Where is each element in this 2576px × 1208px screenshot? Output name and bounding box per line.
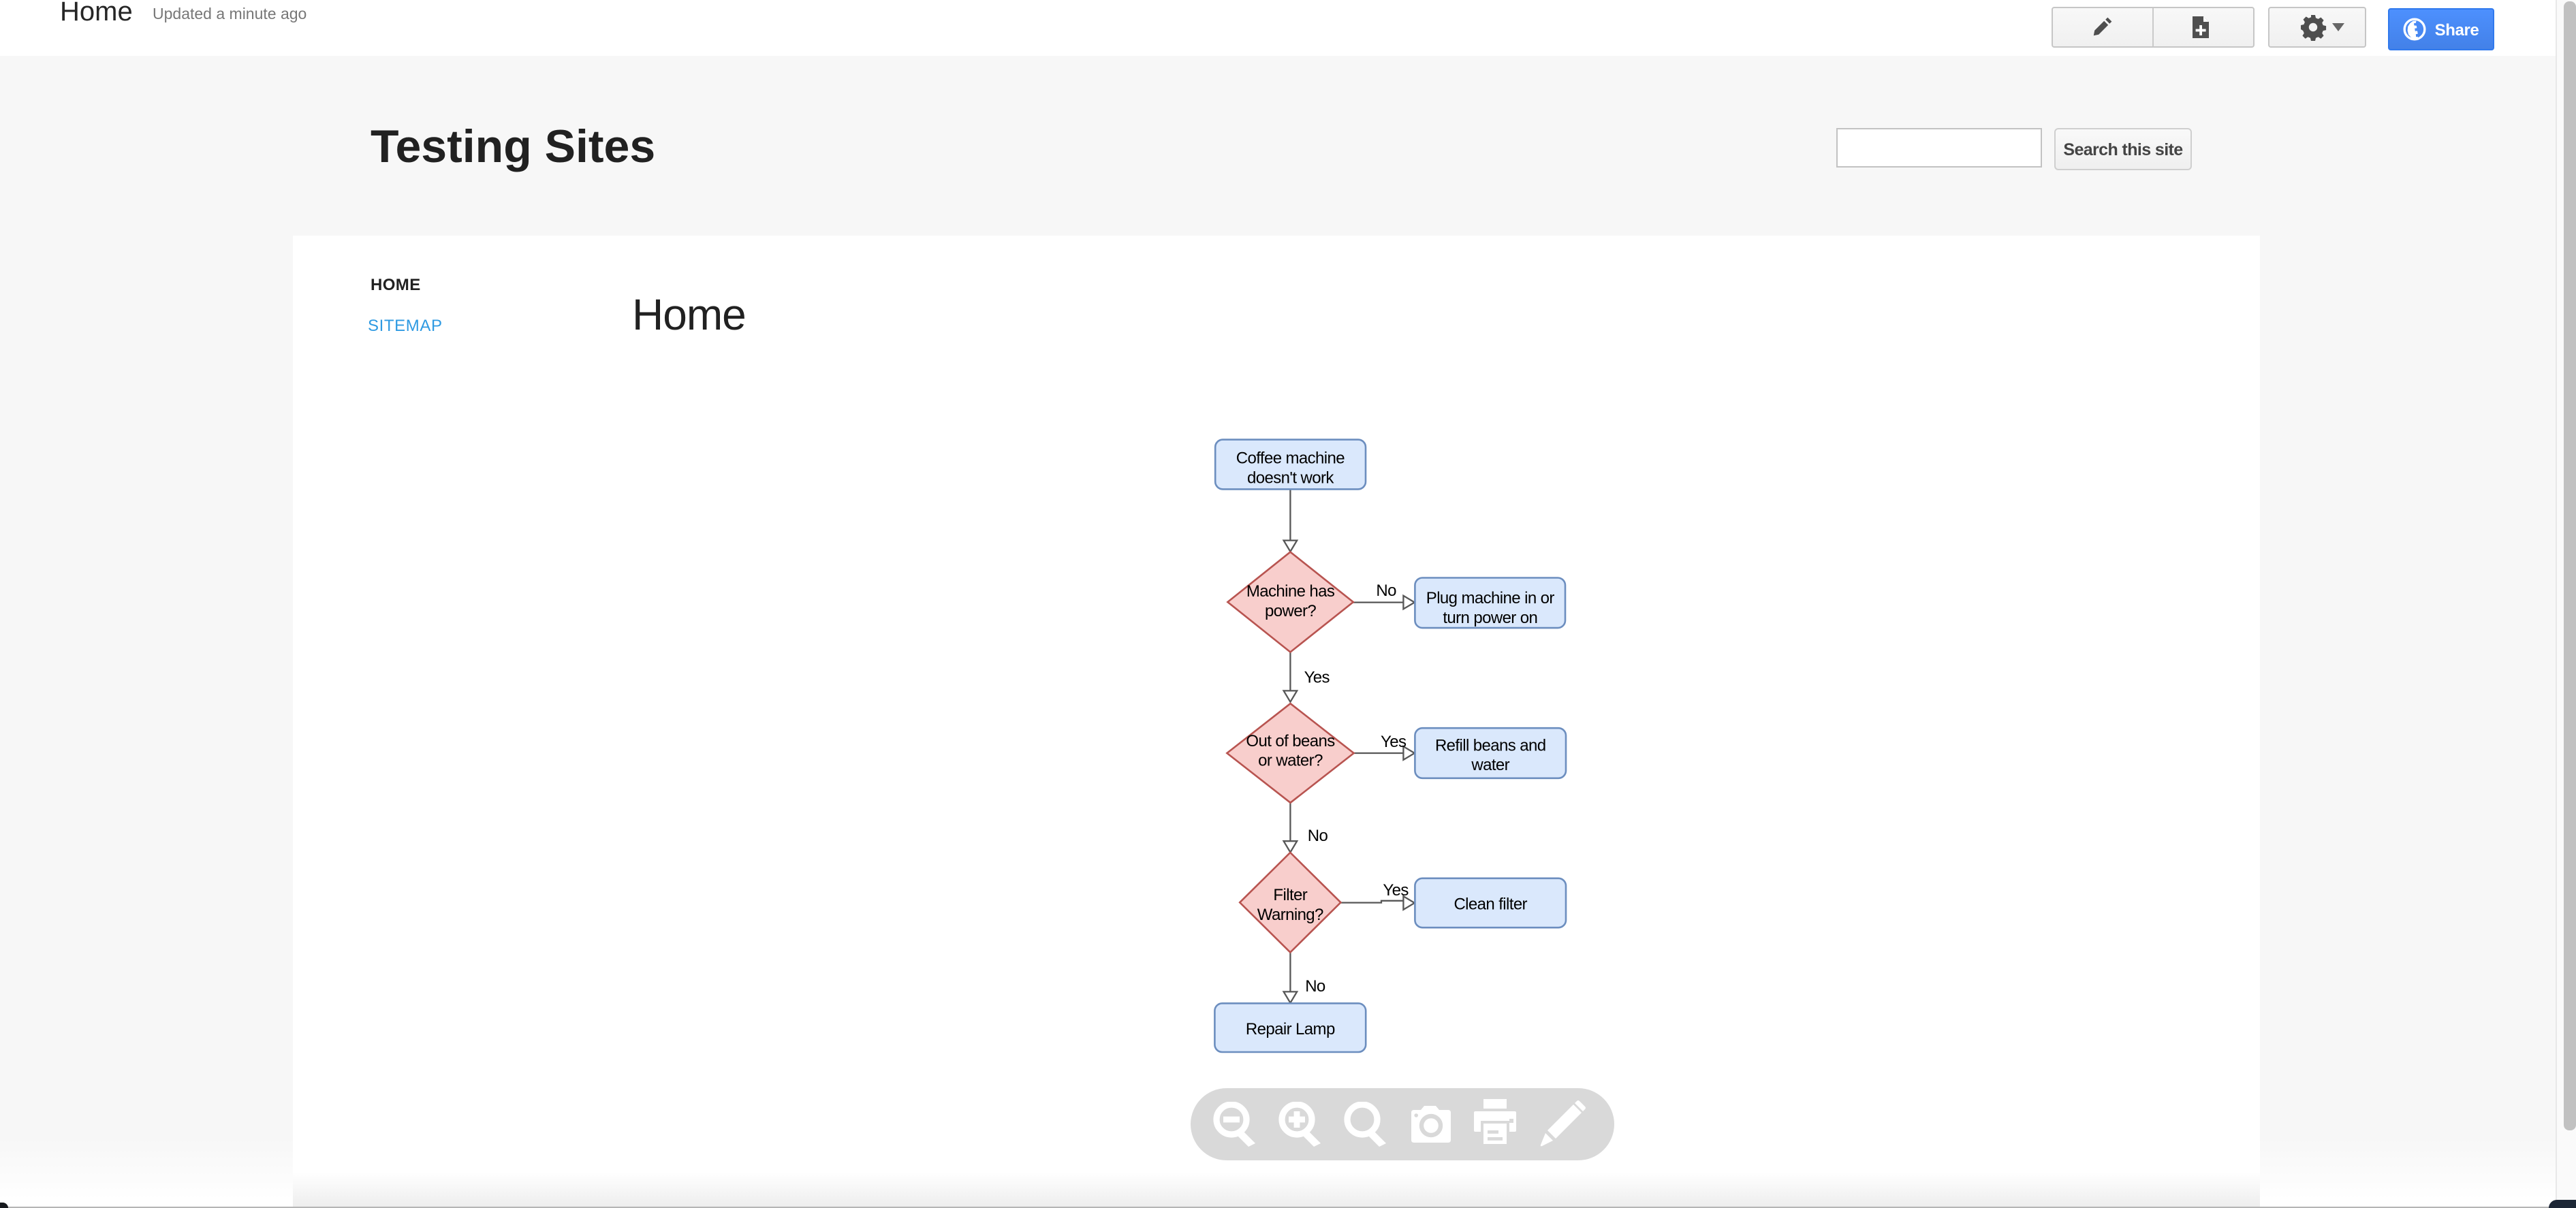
svg-text:Repair Lamp: Repair Lamp <box>1246 1020 1335 1038</box>
svg-text:Yes: Yes <box>1304 669 1330 687</box>
svg-text:water: water <box>1471 756 1509 774</box>
svg-text:Plug machine in or: Plug machine in or <box>1426 589 1555 607</box>
svg-text:Clean filter: Clean filter <box>1454 895 1527 914</box>
svg-text:No: No <box>1308 827 1328 845</box>
svg-text:Yes: Yes <box>1381 733 1407 751</box>
svg-text:No: No <box>1376 582 1396 600</box>
svg-text:Machine has: Machine has <box>1246 582 1335 601</box>
svg-text:Refill beans and: Refill beans and <box>1435 736 1546 754</box>
svg-text:Warning?: Warning? <box>1257 906 1323 924</box>
svg-text:power?: power? <box>1265 602 1316 620</box>
svg-text:turn power on: turn power on <box>1443 609 1537 627</box>
svg-text:Coffee machine: Coffee machine <box>1236 449 1345 468</box>
svg-text:Out of beans: Out of beans <box>1246 732 1335 750</box>
svg-text:or water?: or water? <box>1258 752 1323 770</box>
svg-text:No: No <box>1305 977 1325 996</box>
svg-text:Yes: Yes <box>1383 881 1409 900</box>
svg-text:Filter: Filter <box>1273 886 1307 904</box>
svg-text:doesn't work: doesn't work <box>1247 468 1334 487</box>
